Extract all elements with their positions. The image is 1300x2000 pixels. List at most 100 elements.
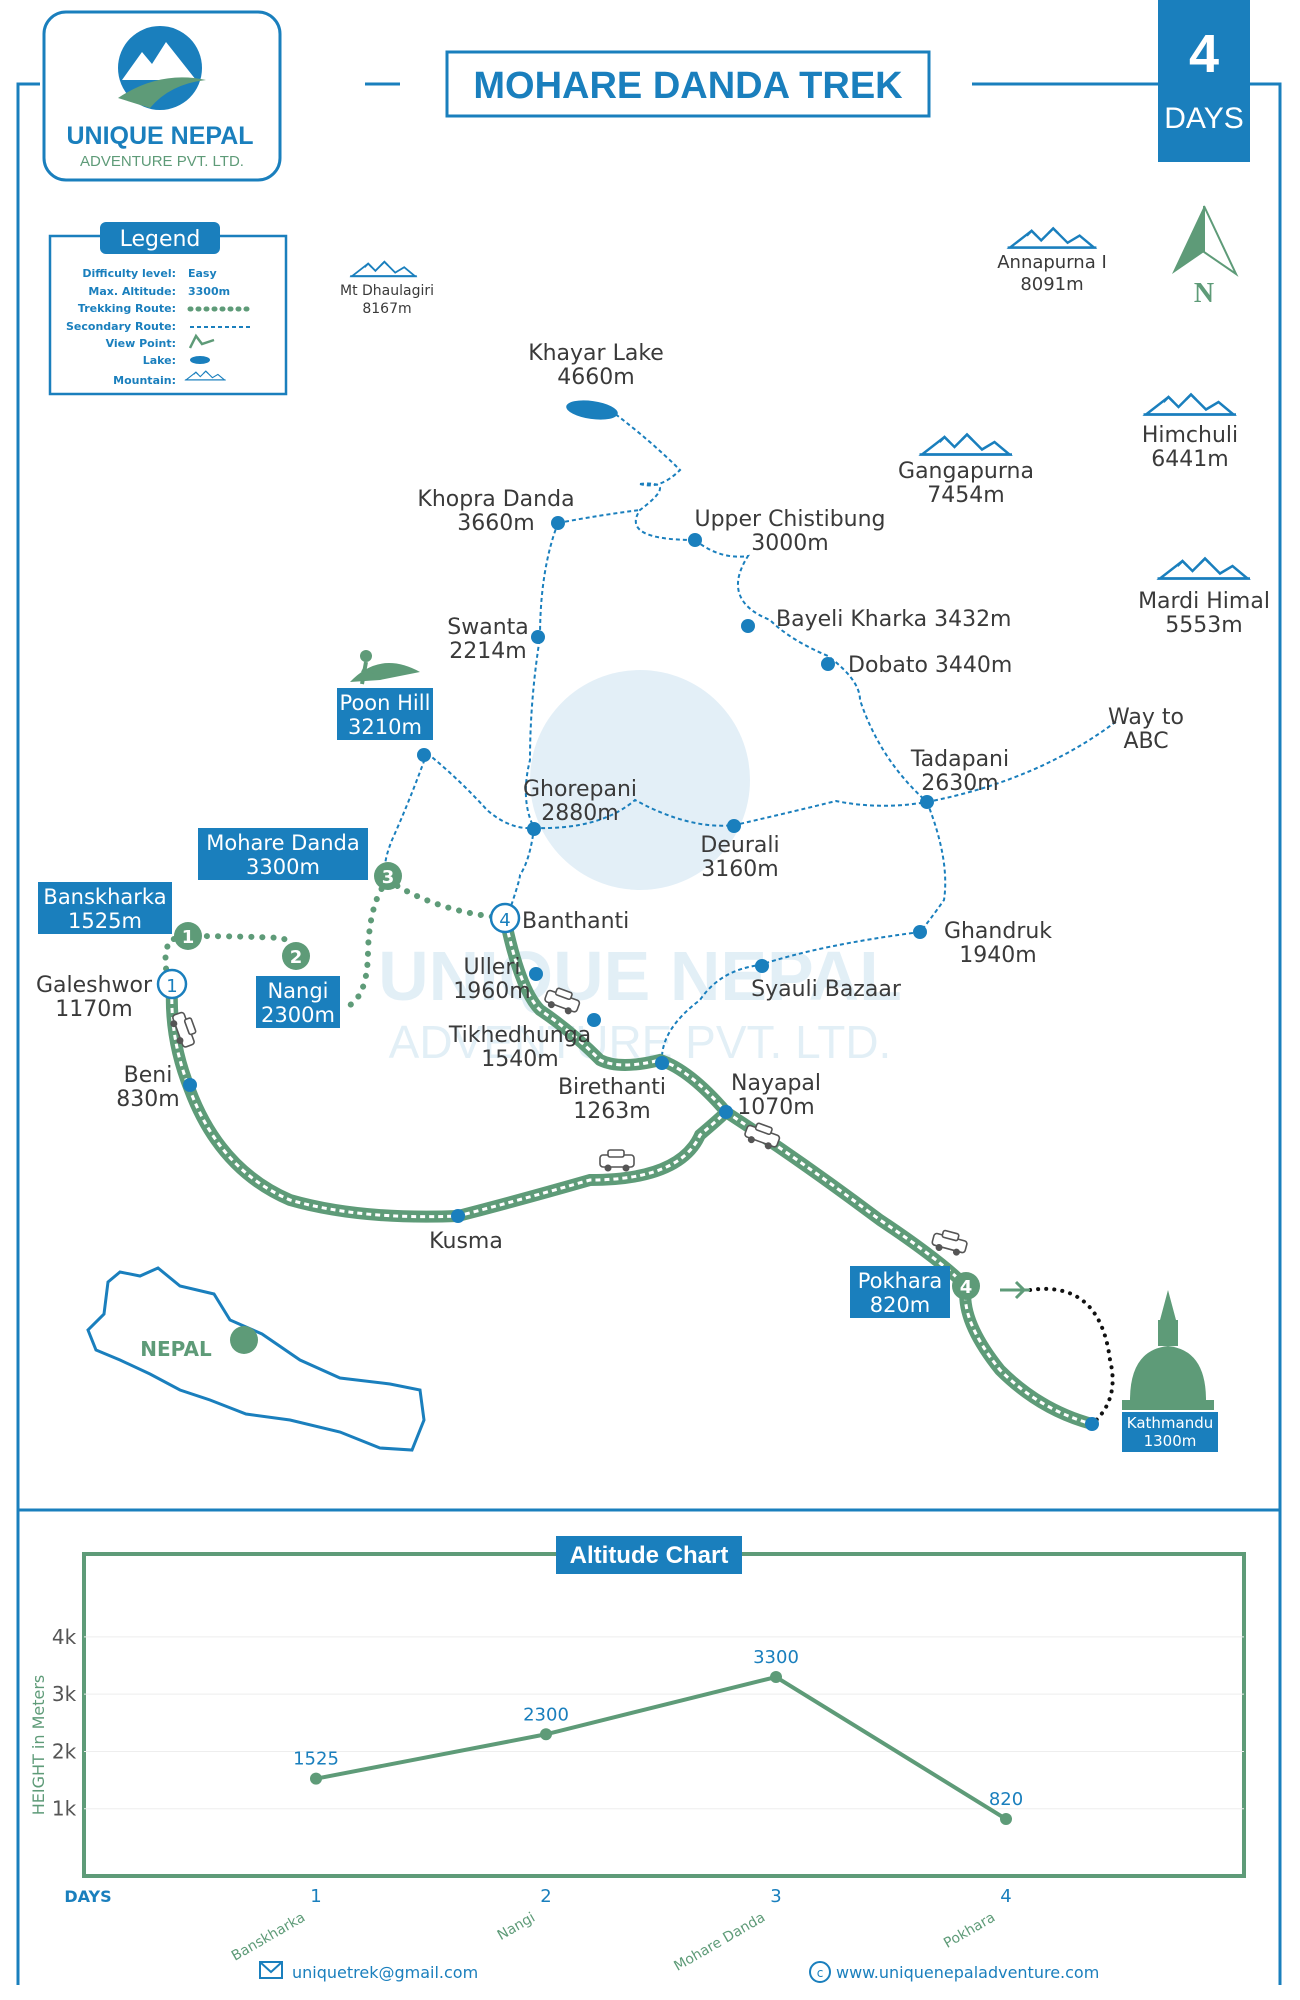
day-marker-nangi: 2: [282, 942, 310, 970]
place-birethanti-alt: 1263m: [573, 1099, 650, 1124]
place-upper-chistibung-alt: 3000m: [751, 531, 828, 556]
box-kathmandu: Kathmandu 1300m: [1122, 1412, 1218, 1452]
duration-badge: 4 DAYS: [1158, 0, 1250, 162]
day-number: 2: [290, 947, 303, 968]
box-name: Mohare Danda: [206, 831, 359, 855]
place-ghandruk: Ghandruk: [944, 919, 1052, 944]
place-way-abc-2: ABC: [1123, 729, 1168, 754]
data-point: [310, 1772, 322, 1785]
place-ghorepani-alt: 2880m: [541, 801, 618, 826]
compass-label: N: [1194, 278, 1214, 309]
day-number: 1: [182, 927, 195, 948]
place-deurali-alt: 3160m: [701, 857, 778, 882]
legend-key-difficulty: Difficulty level:: [82, 267, 176, 280]
nepal-locator-map: NEPAL: [86, 1266, 426, 1452]
mountain-name: Himchuli: [1142, 423, 1238, 448]
data-label: 3300: [753, 1647, 799, 1668]
place-beni: Beni: [124, 1063, 173, 1088]
place-nayapal-alt: 1070m: [737, 1095, 814, 1120]
legend-key-trekking: Trekking Route:: [78, 302, 176, 315]
place-dobato: Dobato 3440m: [848, 653, 1012, 678]
flight-route: [1028, 1286, 1115, 1426]
nepal-label: NEPAL: [140, 1337, 212, 1361]
place-tikhedhunga: Tikhedhunga: [448, 1023, 591, 1048]
airplane-icon: [1000, 1280, 1030, 1300]
stupa-icon: [1122, 1290, 1214, 1410]
legend-key-viewpoint: View Point:: [106, 337, 176, 350]
chart-title: Altitude Chart: [570, 1542, 729, 1569]
legend-title: Legend: [120, 227, 201, 252]
place-khayar-lake-alt: 4660m: [557, 365, 634, 390]
box-banskharka: Banskharka 1525m: [38, 882, 172, 934]
place-khopra: Khopra Danda: [417, 487, 574, 512]
box-pokhara: Pokhara 820m: [850, 1266, 950, 1318]
place-ghorepani: Ghorepani: [523, 777, 637, 802]
mountain-icon: [349, 260, 418, 278]
brand-sub: ADVENTURE PVT. LTD.: [80, 153, 244, 170]
footer-website[interactable]: www.uniquenepaladventure.com: [836, 1963, 1099, 1982]
place-swanta: Swanta: [447, 615, 529, 640]
legend: Legend Difficulty level: Easy Max. Altit…: [48, 222, 288, 396]
title-box: [445, 50, 931, 118]
mountain-altitude: 8167m: [362, 301, 411, 317]
y-tick-label: 2k: [52, 1739, 77, 1763]
legend-value-altitude: 3300m: [188, 285, 230, 298]
mountain-name: Mardi Himal: [1138, 589, 1270, 614]
jeep-icon: [599, 1149, 635, 1173]
email-icon: [259, 1961, 283, 1979]
series-line: [315, 1674, 1008, 1821]
day-marker-banthanti: 4: [489, 902, 521, 934]
mountain-altitude: 5553m: [1165, 613, 1242, 638]
place-beni-alt: 830m: [116, 1087, 179, 1112]
box-alt: 3210m: [348, 715, 422, 739]
viewpoint-icon: [188, 333, 215, 349]
day-marker-banskharka: 1: [174, 922, 202, 950]
data-point: [540, 1728, 552, 1741]
mountain-mardi: Mardi Himal 5553m: [1138, 557, 1270, 638]
day-number: 3: [382, 867, 395, 888]
mountain-name: Gangapurna: [898, 459, 1034, 484]
mountain-icon: [1142, 393, 1238, 416]
chart-xlabel: DAYS: [64, 1887, 111, 1906]
box-mohare-danda: Mohare Danda 3300m: [198, 828, 368, 880]
svg-text:c: c: [817, 1966, 824, 1980]
place-labels: Khayar Lake 4660m Khopra Danda 3660m Upp…: [36, 341, 1184, 1254]
mountain-himchuli: Himchuli 6441m: [1142, 393, 1238, 472]
brand-name: UNIQUE NEPAL: [66, 122, 253, 150]
y-tick-label: 4k: [52, 1625, 77, 1649]
day-number: 4: [499, 910, 510, 931]
place-kusma: Kusma: [429, 1229, 503, 1254]
place-tikhedhunga-alt: 1540m: [481, 1047, 558, 1072]
day-number: 4: [960, 1277, 973, 1298]
place-tadapani-alt: 2630m: [921, 771, 998, 796]
place-ghandruk-alt: 1940m: [959, 943, 1036, 968]
data-label: 1525: [293, 1749, 339, 1770]
mountain-altitude: 6441m: [1151, 447, 1228, 472]
mountain-icon: [1006, 227, 1098, 249]
box-alt: 1300m: [1144, 1432, 1197, 1450]
mountain-name: Mt Dhaulagiri: [340, 283, 434, 299]
duration-unit: DAYS: [1164, 102, 1243, 135]
altitude-chart: Altitude Chart HEIGHT in Meters DAYS 1k2…: [29, 1536, 1246, 1975]
place-swanta-alt: 2214m: [449, 639, 526, 664]
box-alt: 3300m: [246, 855, 320, 879]
data-label: 820: [989, 1789, 1023, 1810]
copyright-icon: [809, 1961, 831, 1983]
highlighted-places: Poon Hill 3210m Mohare Danda 3300m Bansk…: [38, 688, 1218, 1452]
place-bayeli: Bayeli Kharka 3432m: [776, 607, 1012, 632]
day-number: 1: [166, 976, 177, 997]
box-poon-hill: Poon Hill 3210m: [337, 688, 433, 740]
data-label: 2300: [523, 1704, 569, 1725]
x-tick-label: 2: [540, 1886, 551, 1907]
mountain-icon: [1156, 557, 1252, 580]
place-banthanti: Banthanti: [522, 909, 629, 934]
box-alt: 1525m: [68, 909, 142, 933]
place-upper-chistibung: Upper Chistibung: [694, 507, 885, 532]
data-point: [770, 1671, 782, 1683]
box-alt: 820m: [870, 1293, 931, 1317]
footer-email[interactable]: uniquetrek@gmail.com: [292, 1963, 478, 1982]
box-name: Kathmandu: [1127, 1414, 1214, 1432]
place-tadapani: Tadapani: [910, 747, 1009, 772]
